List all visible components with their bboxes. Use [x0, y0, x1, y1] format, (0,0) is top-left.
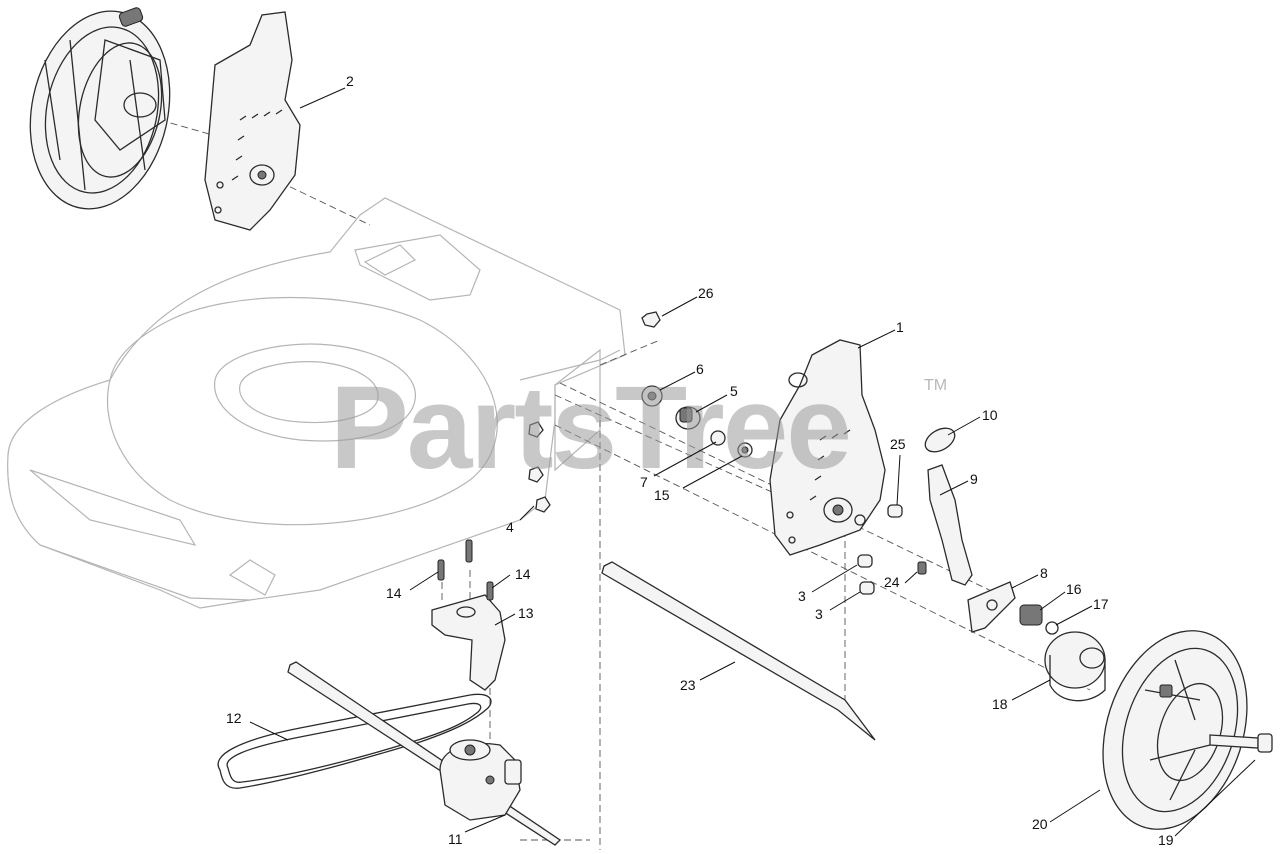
callout-18: 18	[992, 696, 1008, 712]
callout-17: 17	[1093, 596, 1109, 612]
callout-19: 19	[1158, 832, 1174, 848]
callout-6: 6	[696, 361, 704, 377]
axle-hardware	[528, 311, 927, 595]
wheel-hub	[1044, 631, 1106, 702]
axle-rod	[601, 561, 876, 741]
callout-24: 24	[884, 574, 900, 590]
adjust-lever	[924, 427, 973, 586]
transmission-bracket	[431, 539, 506, 691]
drive-plate	[967, 581, 1059, 635]
callout-3-lower: 3	[815, 606, 823, 622]
callout-16: 16	[1066, 581, 1082, 597]
transmission	[287, 661, 562, 846]
callout-1: 1	[896, 319, 904, 335]
right-height-bracket	[769, 339, 886, 556]
callout-15: 15	[654, 487, 670, 503]
front-wheel	[1102, 630, 1273, 830]
callout-14-left: 14	[386, 585, 402, 601]
callout-10: 10	[982, 407, 998, 423]
callout-2: 2	[346, 73, 354, 89]
callouts: 2 26 1 6 5 10 25 9 7 15 4 14 14 13 3 24 …	[226, 73, 1174, 848]
callout-25: 25	[890, 436, 906, 452]
watermark: PartsTree TM	[330, 362, 947, 494]
callout-leaders	[249, 87, 1256, 837]
callout-12: 12	[226, 710, 242, 726]
callout-4: 4	[506, 519, 514, 535]
callout-26: 26	[698, 285, 714, 301]
callout-7: 7	[640, 474, 648, 490]
watermark-brand: PartsTree	[330, 362, 850, 494]
callout-8: 8	[1040, 565, 1048, 581]
callout-11: 11	[448, 831, 463, 847]
callout-23: 23	[680, 677, 696, 693]
callout-5: 5	[730, 383, 738, 399]
callout-14-right: 14	[515, 566, 531, 582]
callout-13: 13	[518, 605, 534, 621]
rear-wheel	[29, 7, 171, 210]
left-height-bracket	[204, 11, 301, 231]
callout-3-upper: 3	[798, 588, 806, 604]
drive-belt	[217, 693, 492, 789]
watermark-trademark: TM	[924, 377, 947, 394]
callout-9: 9	[970, 471, 978, 487]
callout-20: 20	[1032, 816, 1048, 832]
mower-deck	[7, 197, 626, 609]
